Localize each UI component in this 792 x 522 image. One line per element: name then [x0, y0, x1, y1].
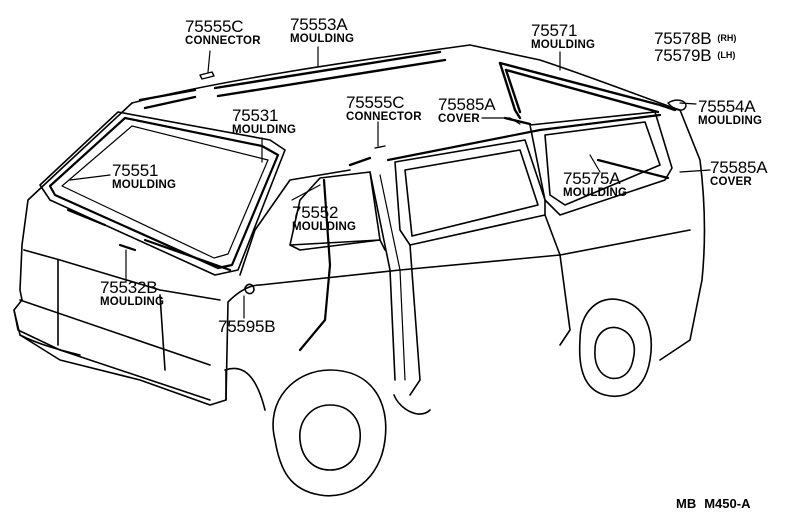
callout-75554a: 75554A MOULDING [698, 98, 762, 128]
part-number: 75555C [346, 93, 405, 112]
sliding-door [409, 214, 571, 396]
part-name: MOULDING [292, 221, 357, 233]
part-number: 75585A [438, 95, 496, 114]
diagram-code-number: M450-A [704, 496, 751, 511]
part-name: CONNECTOR [185, 35, 261, 47]
part-name: MOULDING [100, 296, 165, 308]
callout-75553a: 75553A MOULDING [290, 16, 354, 46]
part-number: 75575A [563, 169, 621, 188]
side-rh: (RH) [717, 33, 737, 43]
side-lh: (LH) [717, 50, 736, 60]
callout-75579b: 75579B (LH) [654, 47, 735, 65]
callout-75551: 75551 MOULDING [112, 162, 176, 192]
part-number: 75578B [654, 29, 712, 48]
callout-75555c-side: 75555C CONNECTOR [346, 94, 422, 124]
part-name: MOULDING [290, 33, 355, 45]
part-name: MOULDING [698, 115, 763, 127]
diagram-code: MB M450-A [676, 496, 750, 511]
part-number: 75555C [185, 17, 244, 36]
callout-75595b: 75595B [218, 317, 276, 336]
callout-75585a-right: 75585A COVER [710, 158, 768, 189]
callout-75578b: 75578B (RH) [654, 30, 736, 48]
roof-mouldings [138, 50, 447, 110]
part-number: 75571 [531, 21, 578, 40]
part-number: 75579B [654, 46, 712, 65]
part-number: 75551 [112, 161, 159, 180]
part-name: MOULDING [563, 187, 628, 199]
rear-garnish [66, 208, 232, 272]
callout-75575a: 75575A MOULDING [563, 170, 627, 200]
part-number: 75531 [232, 106, 279, 125]
van-body-outline [13, 44, 706, 406]
part-name: CONNECTOR [346, 111, 422, 123]
callout-75555c-roof: 75555C CONNECTOR [185, 18, 261, 48]
part-number: 75553A [290, 15, 348, 34]
callout-75585a-top: 75585A COVER [438, 95, 496, 126]
part-number: 75552 [292, 203, 339, 222]
part-name: MOULDING [232, 124, 297, 136]
wheels [224, 298, 652, 497]
rear-window-moulding [48, 116, 280, 270]
part-number: 75595B [218, 317, 276, 336]
callout-75531: 75531 MOULDING [232, 107, 296, 137]
callout-75552: 75552 MOULDING [292, 204, 356, 234]
diagram-code-prefix: MB [676, 496, 697, 511]
side-windows [386, 111, 673, 246]
callout-75571: 75571 MOULDING [531, 22, 595, 52]
part-name: COVER [438, 113, 480, 125]
leader-lines [69, 46, 711, 319]
part-name: MOULDING [112, 179, 177, 191]
part-name: MOULDING [531, 39, 596, 51]
top-side-moulding [498, 61, 687, 126]
front-door [239, 145, 406, 381]
part-number: 75585A [710, 158, 768, 177]
callout-75532b: 75532B MOULDING [100, 279, 164, 309]
part-name: COVER [710, 176, 752, 188]
part-number: 75532B [100, 278, 158, 297]
part-number: 75554A [698, 97, 756, 116]
